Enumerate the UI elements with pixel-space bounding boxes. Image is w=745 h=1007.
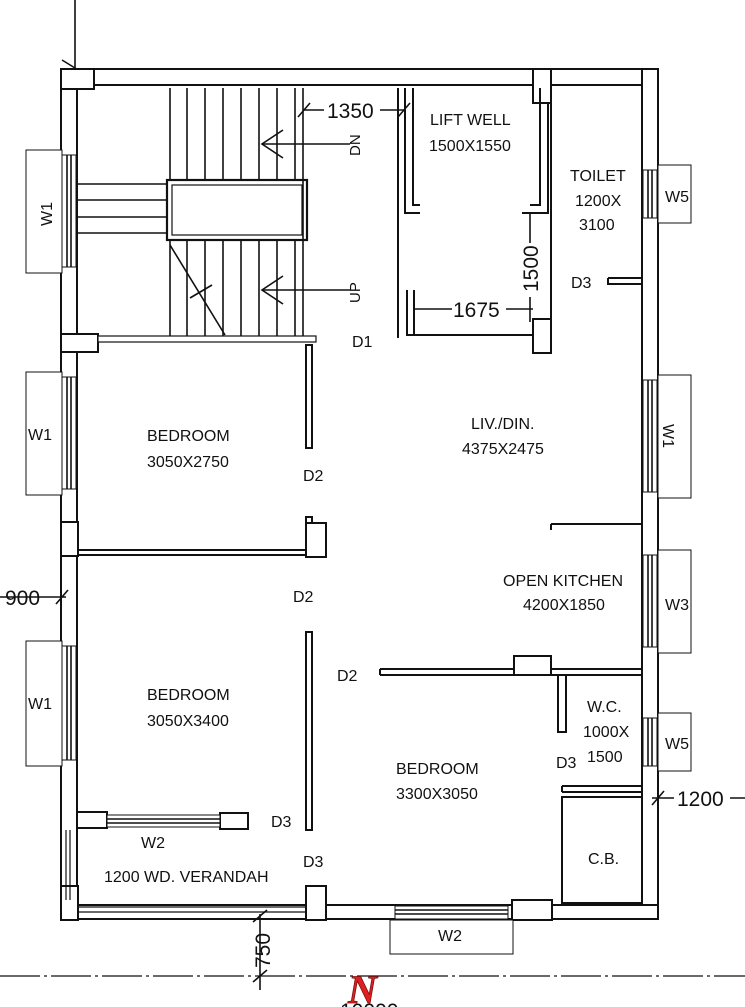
window-w1-stair — [25, 149, 77, 274]
toilet-name: TOILET — [570, 168, 626, 185]
verandah — [65, 830, 306, 913]
window-w1-stair-label: W1 — [39, 202, 56, 226]
left-offset-dimension — [0, 589, 69, 605]
window-w2-bedroom-3 — [389, 905, 514, 955]
wc-name: W.C. — [587, 699, 622, 716]
right-offset-dimension — [651, 786, 745, 810]
window-w1-living — [642, 374, 692, 499]
lift-well-name: LIFT WELL — [430, 112, 511, 129]
window-w5-toilet-label: W5 — [665, 189, 689, 206]
bedroom-2-size: 3050X3400 — [147, 713, 229, 730]
bedroom-1-name: BEDROOM — [147, 428, 230, 445]
bedroom-1-size: 3050X2750 — [147, 454, 229, 471]
cb-name: C.B. — [588, 851, 619, 868]
bedroom-1-door-label: D2 — [303, 468, 324, 485]
stair-down-label: DN — [347, 134, 364, 156]
cb-cupboard — [561, 796, 643, 905]
wc-door-label: D3 — [556, 755, 577, 772]
staircase — [77, 88, 350, 343]
toilet-size-1: 1200X — [575, 193, 622, 210]
window-w3-kitchen — [642, 549, 692, 654]
window-w1-bedroom-2 — [25, 640, 77, 767]
kitchen-partition — [379, 655, 642, 676]
toilet-door-label: D3 — [571, 275, 592, 292]
window-w1-bedroom-1-label: W1 — [28, 427, 52, 444]
bottom-offset-label: 750 — [252, 933, 275, 968]
wc-size-1: 1000X — [583, 724, 630, 741]
lobby-width-label: 1675 — [453, 299, 500, 322]
window-w2-bedroom-3-label: W2 — [438, 928, 462, 945]
window-w1-living-label: W1 — [659, 424, 676, 448]
north-symbol: N — [347, 967, 379, 1007]
bedroom-3-size: 3300X3050 — [396, 786, 478, 803]
d1-door-label: D1 — [352, 334, 373, 351]
bedroom-3-door-label: D2 — [337, 668, 358, 685]
bedroom-1-walls — [78, 344, 327, 558]
right-offset-label: 1200 — [677, 788, 724, 811]
stair-width-label: 1350 — [327, 100, 374, 123]
bedroom-2-door-label: D3 — [271, 814, 292, 831]
kitchen-size: 4200X1850 — [523, 597, 605, 614]
verandah-label: 1200 WD. VERANDAH — [104, 869, 269, 886]
window-w5-wc — [642, 712, 692, 772]
wc-walls — [557, 675, 642, 793]
verandah-door-label: D3 — [303, 854, 324, 871]
bedroom-3-name: BEDROOM — [396, 761, 479, 778]
living-dining-size: 4375X2475 — [462, 441, 544, 458]
window-w5-wc-label: W5 — [665, 736, 689, 753]
lift-well-size: 1500X1550 — [429, 138, 511, 155]
left-offset-label: 900 — [5, 587, 40, 610]
bottom-partial-dimension: 10000 — [340, 1000, 398, 1007]
toilet-walls — [550, 85, 643, 320]
window-w1-bedroom-2-label: W1 — [28, 696, 52, 713]
living-dining-name: LIV./DIN. — [471, 416, 534, 433]
bedroom-2-walls — [77, 631, 313, 831]
window-w3-kitchen-label: W3 — [665, 597, 689, 614]
stair-width-dimension — [297, 98, 411, 122]
lobby-height-label: 1500 — [520, 245, 543, 292]
window-w5-toilet — [642, 164, 692, 224]
window-w2-bedroom-2 — [106, 814, 221, 828]
lobby-walls — [406, 213, 542, 336]
wc-size-2: 1500 — [587, 749, 623, 766]
toilet-size-2: 3100 — [579, 217, 615, 234]
middle-door-label: D2 — [293, 589, 314, 606]
window-w2-bedroom-2-label: W2 — [141, 835, 165, 852]
stair-up-label: UP — [347, 282, 364, 303]
window-w1-bedroom-1 — [25, 371, 77, 496]
bedroom-2-name: BEDROOM — [147, 687, 230, 704]
kitchen-name: OPEN KITCHEN — [503, 573, 623, 590]
